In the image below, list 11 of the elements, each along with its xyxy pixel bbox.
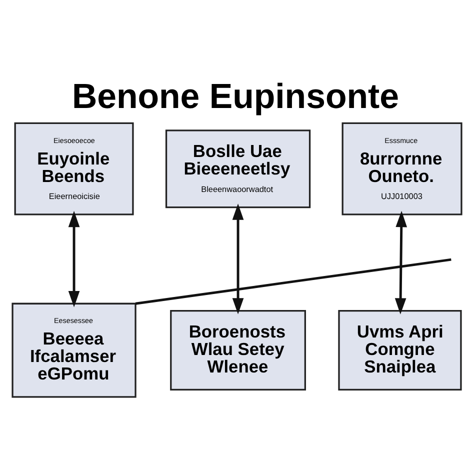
diagram-title: Benone Eupinsonte xyxy=(72,77,399,116)
arrow xyxy=(68,210,80,308)
arrow xyxy=(232,204,244,314)
node-box: Boroenosts Wlau Setey Wlenee xyxy=(170,310,306,391)
node-box: Boslle Uae Bieeeneetlsy Bleeenwaoorwadtot xyxy=(165,130,311,208)
node-box: Esssmuce 8urrornne Ouneto. UJJ010003 xyxy=(342,122,462,216)
node-box: Eesesessee Beeeea Ifcalamser eGPomu xyxy=(12,302,136,398)
connector xyxy=(135,258,452,305)
node-box: Uvms Apri Comgne Snaiplea xyxy=(338,310,462,391)
arrow xyxy=(394,210,408,314)
node-box: Eiesoeoecoe Euyoinle Beends Eieerneoicisie xyxy=(14,122,134,216)
